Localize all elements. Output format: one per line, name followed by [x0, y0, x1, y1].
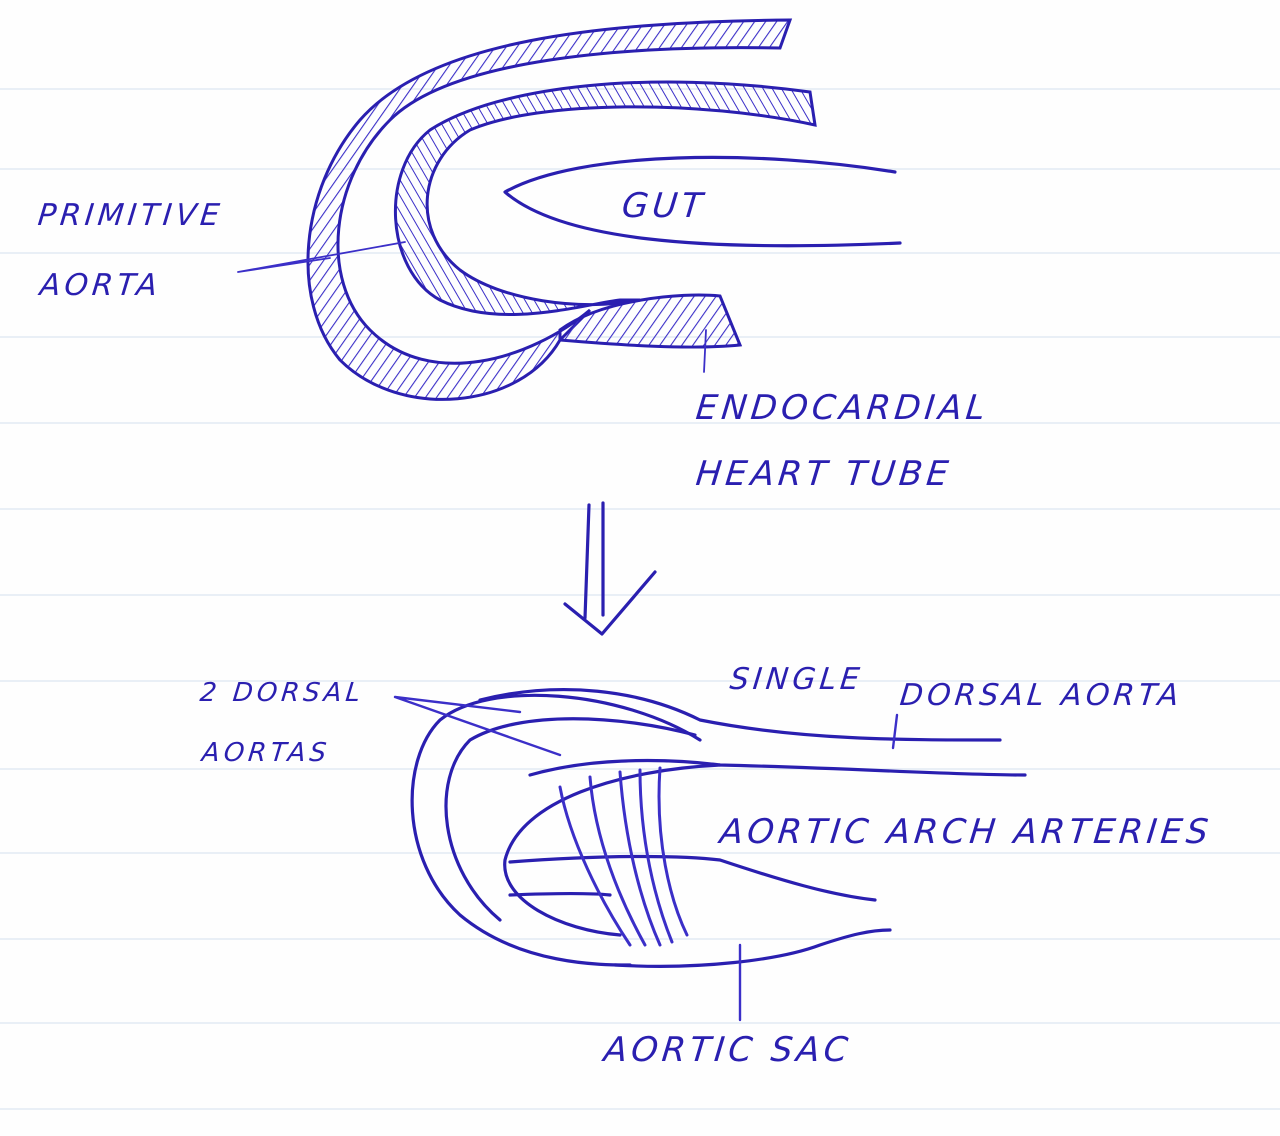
dorsal-aorta-inner [528, 758, 1027, 777]
arch-artery-4 [638, 768, 674, 944]
ruled-line [0, 508, 1280, 510]
ruled-line [0, 422, 1280, 424]
inner-aorta-band [394, 80, 817, 317]
arch-artery-1 [558, 785, 632, 947]
dorsal-aorta-pointer [891, 713, 899, 750]
pharyngeal-line [508, 854, 877, 902]
label-aortic-arch-arteries: AORTIC ARCH ARTERIES [717, 812, 1214, 852]
label-primitive: PRIMITIVE [36, 198, 226, 233]
label-heart-tube: HEART TUBE [693, 454, 955, 494]
ruled-line [0, 594, 1280, 596]
dorsal-aorta-left-loop [410, 693, 702, 967]
label-gut: GUT [619, 186, 709, 226]
ruled-line [0, 168, 1280, 170]
dorsal-aorta-right-loop [444, 717, 697, 922]
stage-2-arch-arteries [393, 688, 1027, 1022]
label-two-dorsal: 2 DORSAL [198, 678, 366, 708]
label-aortas: AORTAS [200, 738, 332, 768]
label-dorsal-aorta: DORSAL AORTA [898, 678, 1185, 713]
double-arrow-down-icon [563, 501, 657, 636]
aortic-sac-lower [613, 928, 892, 968]
heart-tube-band [558, 293, 743, 349]
pharyngeal-line-2 [508, 891, 612, 897]
ruled-line [0, 680, 1280, 682]
primitive-aorta-pointer [237, 241, 406, 273]
ruled-line [0, 852, 1280, 854]
ruled-line [0, 1108, 1280, 1110]
single-dorsal-aorta [478, 688, 1002, 742]
label-endocardial: ENDOCARDIAL [693, 388, 991, 428]
two-dorsal-aortas-pointer [393, 695, 562, 757]
stage-1-embryo-section [237, 18, 902, 401]
ruled-line [0, 938, 1280, 940]
arch-artery-2 [588, 775, 647, 947]
label-aortic-sac: AORTIC SAC [601, 1030, 854, 1070]
ruled-line [0, 252, 1280, 254]
arch-artery-3 [618, 770, 662, 947]
label-aorta: AORTA [38, 268, 163, 303]
ruled-line [0, 1022, 1280, 1024]
aortic-sac-outline [503, 763, 722, 937]
arch-artery-5 [657, 766, 689, 937]
gut-outline [503, 155, 902, 248]
label-single: SINGLE [728, 662, 866, 697]
heart-tube-pointer [703, 329, 707, 373]
